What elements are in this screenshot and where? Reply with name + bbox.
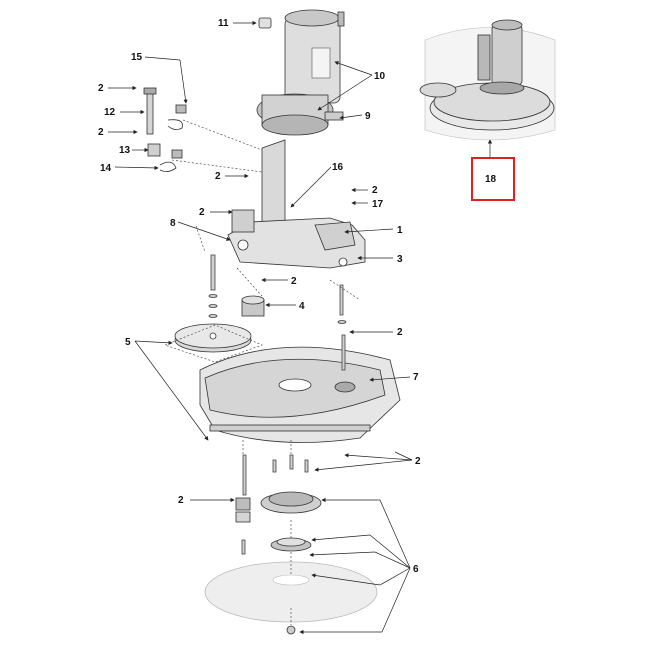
motor: [284, 9, 345, 104]
callout-labels: 11 10 9 15 2 12 2 13 14 2 16 2 17 2 8 1 …: [98, 18, 421, 575]
bolt-stack-left: [208, 254, 247, 555]
callout-14: 14: [100, 163, 112, 174]
callout-9: 9: [365, 111, 371, 122]
disc-plate: [164, 323, 263, 363]
deck-shroud: [199, 346, 401, 443]
callout-18: 18: [485, 174, 497, 185]
callout-2: 2: [291, 276, 297, 287]
callout-2: 2: [372, 185, 378, 196]
clamp-plate: [204, 537, 378, 635]
callout-8: 8: [170, 218, 176, 229]
callout-16: 16: [332, 162, 344, 173]
callout-13: 13: [119, 145, 131, 156]
gear-housing: [256, 93, 344, 136]
callout-2: 2: [98, 127, 104, 138]
callout-18-highlight[interactable]: 18: [471, 157, 515, 201]
cap-part: [258, 17, 272, 29]
pin-rod: [143, 87, 157, 135]
assembly-guide-lines: [171, 119, 361, 625]
spacer: [241, 295, 265, 317]
callout-2: 2: [178, 495, 184, 506]
inset-assembly-view: [419, 19, 556, 141]
clip-parts: [147, 104, 187, 172]
callout-2: 2: [98, 83, 104, 94]
callout-7: 7: [413, 372, 419, 383]
callout-2: 2: [397, 327, 403, 338]
hub-assembly: [235, 491, 322, 523]
callout-15: 15: [131, 52, 143, 63]
callout-3: 3: [397, 254, 403, 265]
callout-11: 11: [218, 18, 229, 29]
callout-2: 2: [199, 207, 205, 218]
callout-2: 2: [415, 456, 421, 467]
highlight-box: [471, 157, 515, 201]
callout-5: 5: [125, 337, 131, 348]
callout-17: 17: [372, 199, 384, 210]
leader-lines: [108, 20, 493, 635]
bolt-stack-right: [272, 284, 347, 473]
callout-6: 6: [413, 564, 419, 575]
callout-12: 12: [104, 107, 116, 118]
callout-4: 4: [299, 301, 305, 312]
callout-1: 1: [397, 225, 403, 236]
mounting-bracket: [227, 139, 366, 269]
callout-2: 2: [215, 171, 221, 182]
callout-10: 10: [374, 71, 386, 82]
